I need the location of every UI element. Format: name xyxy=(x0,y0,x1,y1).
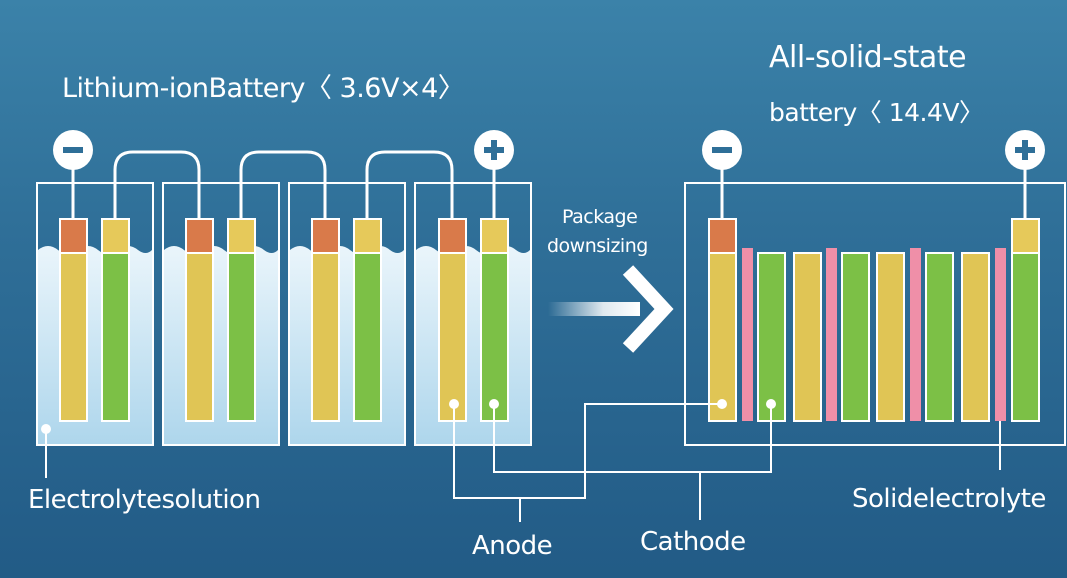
anode-tab xyxy=(185,218,214,254)
electrolyte-liquid xyxy=(290,246,404,444)
solid-electrolyte-layer xyxy=(826,248,837,421)
liion-cell xyxy=(162,182,280,446)
cathode-electrode xyxy=(227,252,256,422)
cathode-tab xyxy=(353,218,382,254)
liion-battery xyxy=(36,130,532,446)
cathode-electrode xyxy=(480,252,509,422)
liion-cell xyxy=(414,182,532,446)
arrow-label-line2: downsizing xyxy=(547,235,648,257)
downsizing-arrow-icon xyxy=(548,265,674,353)
solid-state-stack xyxy=(708,218,1040,422)
cathode-tab xyxy=(101,218,130,254)
anode-electrode xyxy=(185,252,214,422)
solid-state-title-line1: All-solid-state xyxy=(769,40,967,75)
solid-electrolyte-layer xyxy=(742,248,753,421)
solid-state-battery xyxy=(684,130,1066,446)
cell-case xyxy=(36,182,154,446)
anode-electrode xyxy=(961,252,990,422)
solid-state-title-line2: battery〈 14.4V〉 xyxy=(769,98,984,127)
cathode-electrode xyxy=(757,252,786,422)
solid-electrolyte-label: Solidelectrolyte xyxy=(852,484,1046,514)
anode-tab xyxy=(438,218,467,254)
cell-case xyxy=(684,182,1066,446)
liion-cell xyxy=(288,182,406,446)
negative-terminal-icon xyxy=(702,130,742,170)
arrow-label-line1: Package xyxy=(562,206,638,228)
cathode-electrode xyxy=(1011,252,1040,422)
liion-electrodes xyxy=(59,218,509,422)
solid-electrolyte-layer xyxy=(995,248,1006,421)
cell-case xyxy=(414,182,532,446)
anode-electrode xyxy=(59,252,88,422)
cathode-electrode xyxy=(925,252,954,422)
cathode-label: Cathode xyxy=(640,527,746,557)
cathode-electrode xyxy=(353,252,382,422)
anode-label: Anode xyxy=(472,531,553,561)
cathode-tab xyxy=(480,218,509,254)
cathode-tab xyxy=(227,218,256,254)
series-connectors xyxy=(71,150,496,219)
positive-terminal-icon xyxy=(474,130,514,170)
anode-tab xyxy=(708,218,737,254)
callout-dots xyxy=(41,399,776,434)
positive-terminal-icon xyxy=(1005,130,1045,170)
electrolyte-liquid xyxy=(38,246,152,444)
electrolyte-liquid xyxy=(416,246,530,444)
cathode-tab xyxy=(1011,218,1040,254)
liion-battery-title: Lithium-ionBattery〈 3.6V×4〉 xyxy=(62,73,465,104)
anode-electrode xyxy=(438,252,467,422)
liion-cell xyxy=(36,182,154,446)
anode-electrode xyxy=(311,252,340,422)
cathode-electrode xyxy=(841,252,870,422)
electrolyte-solution-label: Electrolytesolution xyxy=(28,485,261,515)
anode-tab xyxy=(59,218,88,254)
negative-terminal-icon xyxy=(53,130,93,170)
cell-case xyxy=(162,182,280,446)
anode-electrode xyxy=(708,252,737,422)
callout-leaders xyxy=(45,403,1001,522)
anode-electrode xyxy=(793,252,822,422)
anode-electrode xyxy=(876,252,905,422)
cathode-electrode xyxy=(101,252,130,422)
cell-case xyxy=(288,182,406,446)
anode-tab xyxy=(311,218,340,254)
electrolyte-liquid xyxy=(164,246,278,444)
solid-electrolyte-layer xyxy=(910,248,921,421)
